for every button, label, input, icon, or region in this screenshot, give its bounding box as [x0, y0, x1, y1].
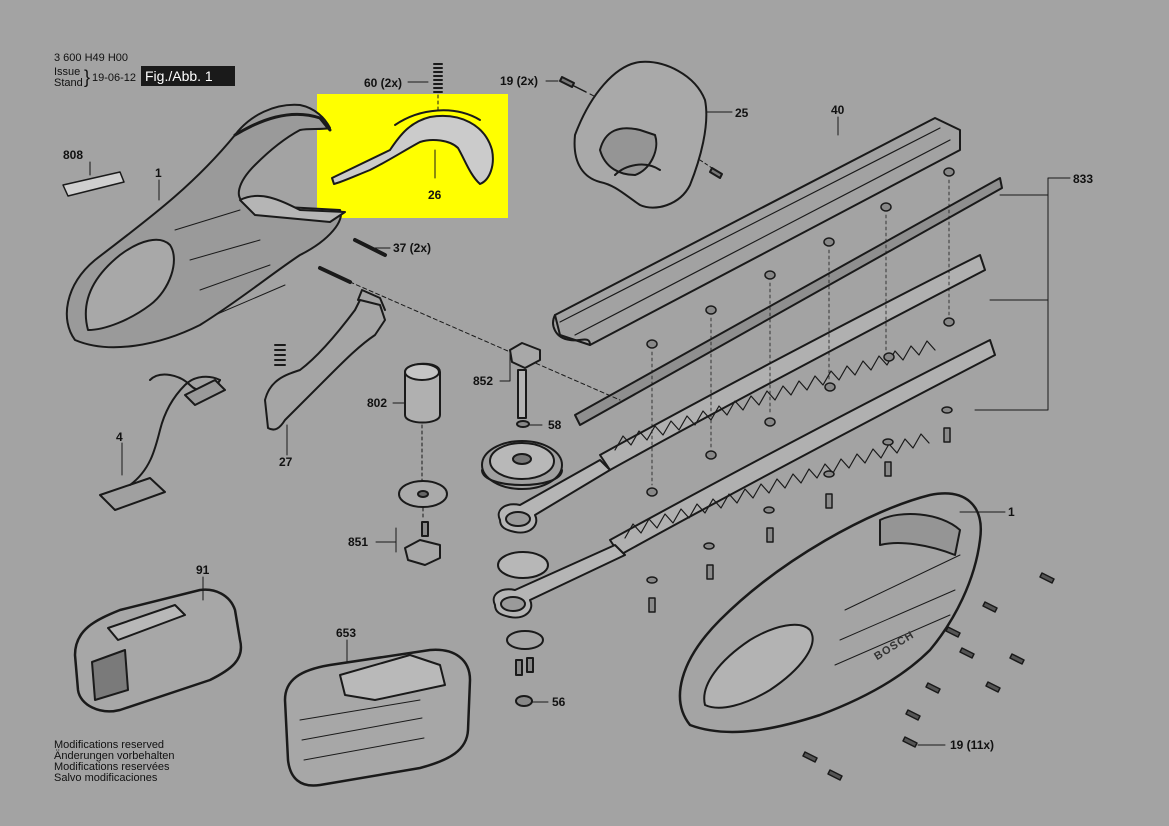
modifications-line: Modifications reserved — [54, 739, 165, 751]
part-852-bracket — [509, 342, 541, 428]
part-91-battery — [73, 588, 243, 713]
modifications-line: Salvo modificaciones — [54, 772, 158, 784]
callout-25: 25 — [735, 106, 749, 120]
blade-fasteners — [646, 167, 955, 613]
callout-808: 808 — [63, 148, 84, 162]
housing-screws-19 — [802, 572, 1055, 781]
callout-58: 58 — [548, 418, 562, 432]
callout-4: 4 — [116, 430, 123, 444]
part-25-hand-guard — [573, 60, 708, 209]
callout-833: 833 — [1073, 172, 1094, 186]
doc-number: 3 600 H49 H00 — [54, 52, 128, 64]
eccentric-discs — [497, 551, 549, 707]
part-802-motor — [404, 362, 441, 481]
modifications-line: Modifications reservées — [54, 761, 170, 773]
callout-56: 56 — [552, 695, 566, 709]
part-1-top-housing — [65, 103, 346, 349]
part-37-pins — [318, 238, 621, 401]
callout-1-bottom: 1 — [1008, 505, 1015, 519]
callout-19-bottom: 19 (11x) — [950, 738, 995, 752]
part-833-blade-set — [492, 177, 1003, 619]
part-851-bracket — [404, 521, 441, 566]
part-27-handle — [264, 289, 386, 431]
part-26-lever — [331, 109, 494, 185]
modifications-notice: Modifications reserved Änderungen vorbeh… — [54, 740, 174, 784]
part-808-label-plate — [62, 171, 125, 197]
part-60-spring-top — [433, 63, 443, 111]
part-4-switch-wiring — [99, 373, 226, 511]
callout-852: 852 — [473, 374, 494, 388]
callout-37: 37 (2x) — [393, 241, 432, 255]
callout-26: 26 — [428, 188, 442, 202]
callout-1-top: 1 — [155, 166, 162, 180]
pinion-gear — [398, 480, 448, 521]
leader-lines — [89, 80, 1071, 746]
issue-date: 19-06-12 — [92, 72, 137, 84]
callout-27: 27 — [279, 455, 293, 469]
callout-19-top: 19 (2x) — [500, 74, 539, 88]
callout-60: 60 (2x) — [364, 76, 403, 90]
callout-40: 40 — [831, 103, 845, 117]
part-653-charger — [283, 648, 472, 787]
stand-label: Stand — [54, 77, 83, 89]
callout-653: 653 — [336, 626, 357, 640]
callout-851: 851 — [348, 535, 369, 549]
modifications-line: Änderungen vorbehalten — [54, 750, 175, 762]
part-40-blade-sheath — [552, 117, 961, 346]
part-19-screw-top — [559, 76, 723, 179]
issue-label: Issue — [54, 66, 81, 78]
callout-802: 802 — [367, 396, 388, 410]
brace: } — [84, 67, 91, 87]
callout-91: 91 — [196, 563, 210, 577]
drive-gear — [481, 440, 563, 490]
figure-label: Fig./Abb. 1 — [141, 66, 235, 86]
part-1-bottom-housing — [678, 492, 983, 734]
